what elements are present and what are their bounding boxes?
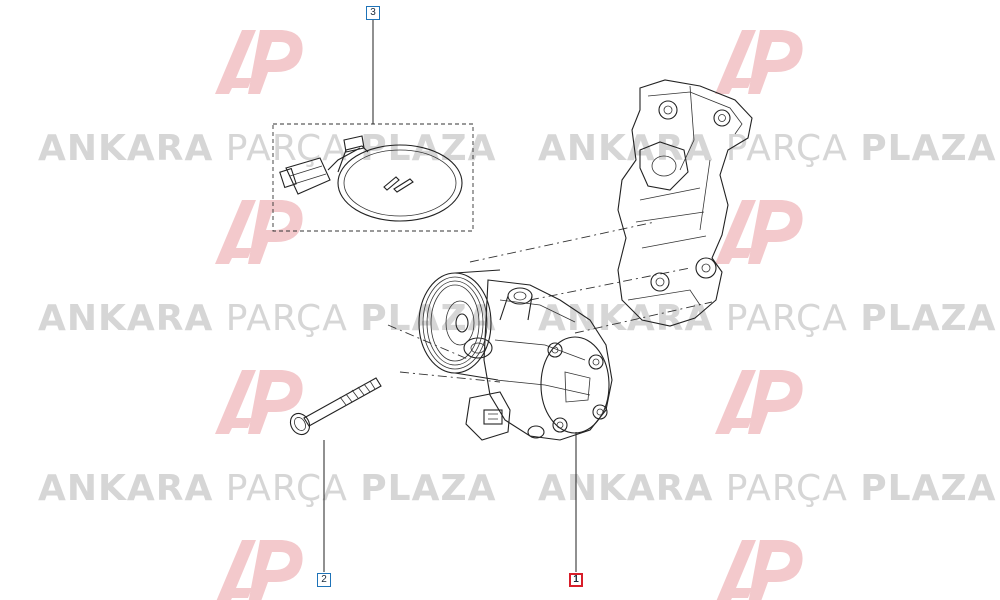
ac-compressor — [418, 269, 613, 441]
mounting-bracket — [617, 79, 753, 327]
callout-1[interactable]: 1 — [569, 573, 583, 587]
mounting-bolt — [289, 377, 382, 436]
callout-2[interactable]: 2 — [317, 573, 331, 587]
leader-lines — [323, 20, 577, 572]
wiring-harness-kit — [272, 123, 474, 232]
callout-3[interactable]: 3 — [366, 6, 380, 20]
alignment-lines — [387, 221, 713, 383]
